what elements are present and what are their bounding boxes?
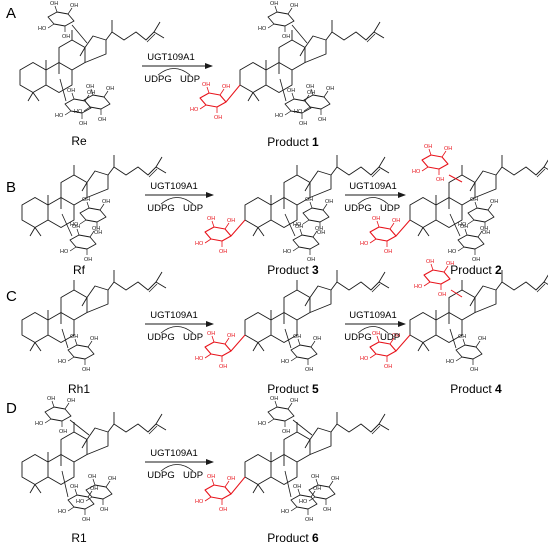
panel-letter: C: [6, 288, 17, 305]
compound-name-rh1: Rh1: [68, 382, 90, 396]
enzyme-label: UGT109A1: [147, 52, 195, 63]
compound-name-product-5: Product 5: [267, 382, 319, 396]
structure-product-2: [359, 143, 548, 264]
compound-name-product-6: Product 6: [267, 531, 319, 545]
compound-name-r1: R1: [71, 531, 87, 545]
panel-letter: D: [6, 400, 17, 417]
enzyme-label: UGT109A1: [349, 310, 397, 321]
compound-name-product-2: Product 2: [450, 263, 502, 277]
enzyme-label: UGT109A1: [150, 310, 198, 321]
structure-product-5: [194, 269, 390, 374]
enzyme-label: UGT109A1: [150, 448, 198, 459]
byproduct-label: UDP: [380, 332, 400, 343]
reaction-arrow-b2: UGT109A1 UDPG UDP: [344, 181, 406, 214]
panel-letter: A: [6, 5, 16, 22]
enzyme-label: UGT109A1: [349, 181, 397, 192]
structure-product-4: [359, 258, 548, 374]
compound-name-rf: Rf: [73, 263, 86, 277]
donor-label: UDPG: [147, 203, 174, 214]
reaction-arrow-a: UGT109A1 UDPG UDP: [142, 52, 213, 85]
donor-label: UDPG: [147, 470, 174, 481]
compound-name-product-4: Product 4: [450, 382, 502, 396]
structure-product-1: [189, 0, 385, 128]
structure-r1: [21, 395, 167, 524]
byproduct-label: UDP: [183, 203, 203, 214]
donor-label: UDPG: [144, 74, 171, 85]
byproduct-label: UDP: [183, 332, 203, 343]
byproduct-label: UDP: [380, 203, 400, 214]
structure-product-3: [194, 154, 390, 264]
byproduct-label: UDP: [180, 74, 200, 85]
byproduct-label: UDP: [183, 470, 203, 481]
compound-name-product-3: Product 3: [267, 263, 319, 277]
reaction-arrow-d: UGT109A1 UDPG UDP: [145, 448, 214, 481]
enzyme-label: UGT109A1: [150, 181, 198, 192]
compound-name-re: Re: [71, 134, 87, 148]
donor-label: UDPG: [344, 203, 371, 214]
structure-rh1: [21, 269, 167, 374]
compound-name-product-1: Product 1: [267, 135, 319, 149]
structure-re: [19, 0, 165, 128]
donor-label: UDPG: [344, 332, 371, 343]
reaction-arrow-c2: UGT109A1 UDPG UDP: [344, 310, 406, 343]
structure-product-6: [194, 395, 390, 524]
panel-letter: B: [6, 179, 16, 196]
donor-label: UDPG: [147, 332, 174, 343]
structure-rf: [21, 154, 167, 264]
reaction-arrow-b1: UGT109A1 UDPG UDP: [145, 181, 214, 214]
reaction-arrow-c1: UGT109A1 UDPG UDP: [145, 310, 214, 343]
